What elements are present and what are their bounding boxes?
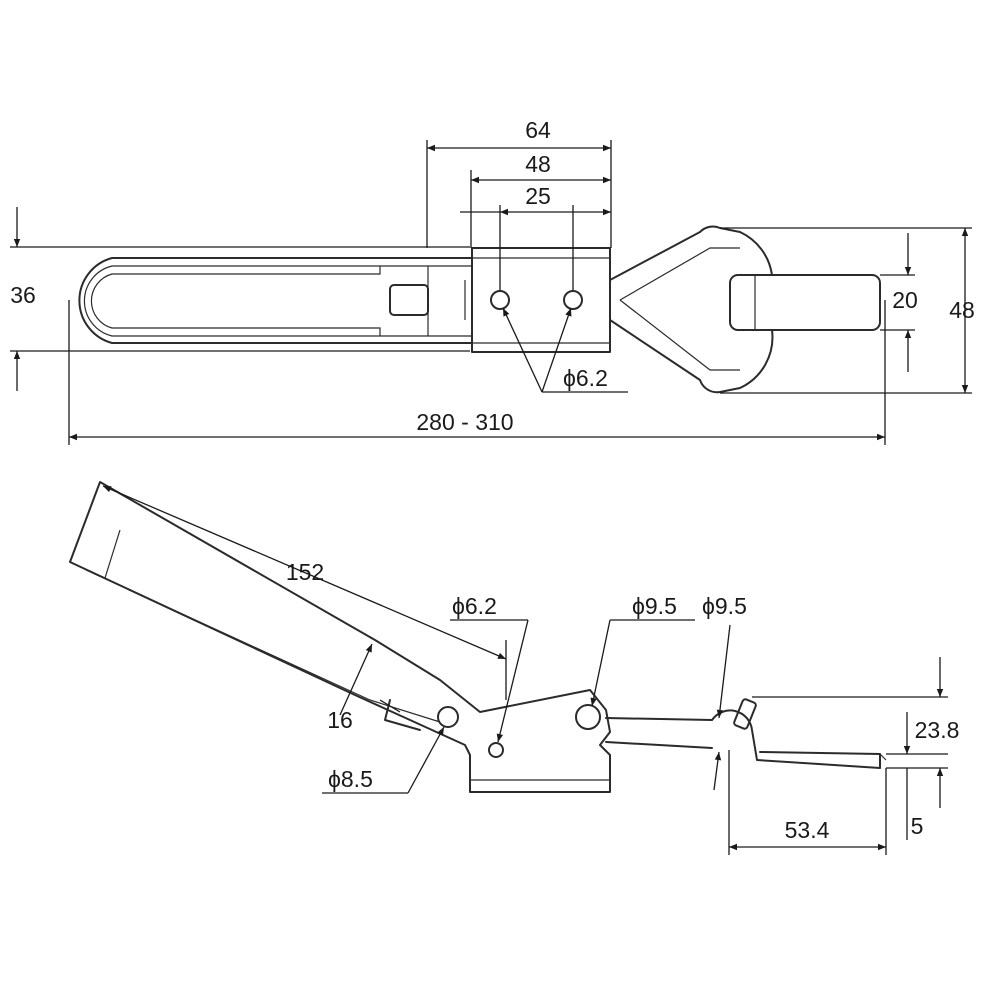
side-hole-pin [488, 742, 504, 758]
mount-hole-left [490, 290, 510, 310]
side-hook-tab [733, 698, 757, 730]
side-hole-pivot-right [575, 704, 601, 730]
dim-48-width: 48 [470, 151, 611, 248]
dim-23-8: 23.8 [752, 657, 960, 755]
dim-152: 152 [102, 485, 507, 700]
dim-16-label: 16 [327, 707, 353, 733]
dim-overall-length-label: 280 - 310 [416, 409, 513, 435]
dim-side-9-5-hook-label: ϕ9.5 [702, 593, 747, 619]
dim-side-9-5-hook: ϕ9.5 [702, 593, 747, 791]
dim-20: 20 [880, 233, 918, 372]
handle-channel [90, 266, 381, 336]
side-handle-edge [104, 529, 121, 579]
side-latch [384, 699, 421, 731]
dim-23-8-label: 23.8 [915, 717, 960, 743]
dim-48-height: 48 [720, 227, 975, 394]
handle-outline [78, 257, 473, 344]
dim-53-4-label: 53.4 [785, 817, 830, 843]
dim-48-width-label: 48 [525, 151, 551, 177]
dim-64: 64 [426, 117, 612, 248]
side-rod-tip [879, 753, 887, 761]
dim-side-9-5-pivot-label: ϕ9.5 [632, 593, 677, 619]
base-block [471, 247, 611, 353]
dim-53-4: 53.4 [728, 750, 887, 855]
top-view: 64 48 25 ϕ6.2 36 [10, 117, 975, 445]
side-hole-pivot-left [437, 706, 459, 728]
dim-hole-6-2-label: ϕ6.2 [563, 365, 608, 391]
dim-16: 16 [327, 643, 401, 733]
dim-152-label: 152 [286, 559, 324, 585]
side-handle-bend [85, 569, 441, 723]
slider-block [427, 266, 466, 336]
hook-arm-lower-inner [619, 299, 740, 371]
hook-arm-lower [609, 319, 774, 394]
handle-inner-loop [83, 265, 472, 337]
dim-48-height-label: 48 [949, 297, 975, 323]
dim-hole-6-2: ϕ6.2 [502, 307, 628, 393]
dim-5-label: 5 [911, 813, 924, 839]
dim-25: 25 [460, 183, 611, 290]
side-view: 152 ϕ6.2 ϕ9.5 ϕ9.5 16 ϕ8. [69, 481, 960, 855]
hook-arm-upper-inner [619, 247, 740, 301]
dim-20-label: 20 [892, 287, 918, 313]
dim-side-8-5-label: ϕ8.5 [328, 766, 373, 792]
dim-side-8-5: ϕ8.5 [322, 726, 445, 794]
hook-arm-upper [609, 225, 773, 281]
dim-side-6-2: ϕ6.2 [450, 593, 529, 743]
dim-64-label: 64 [525, 117, 551, 143]
dim-25-label: 25 [525, 183, 551, 209]
dim-36: 36 [10, 207, 470, 391]
dim-5: 5 [886, 767, 948, 840]
side-handle [69, 481, 611, 793]
dim-overall-length: 280 - 310 [68, 300, 886, 445]
side-rod [605, 709, 881, 769]
dim-36-label: 36 [10, 282, 36, 308]
hook-plate [729, 274, 881, 331]
mount-hole-right [563, 290, 583, 310]
slider-pin [389, 284, 429, 316]
dim-side-6-2-label: ϕ6.2 [452, 593, 497, 619]
dim-side-9-5-pivot: ϕ9.5 [590, 593, 695, 707]
